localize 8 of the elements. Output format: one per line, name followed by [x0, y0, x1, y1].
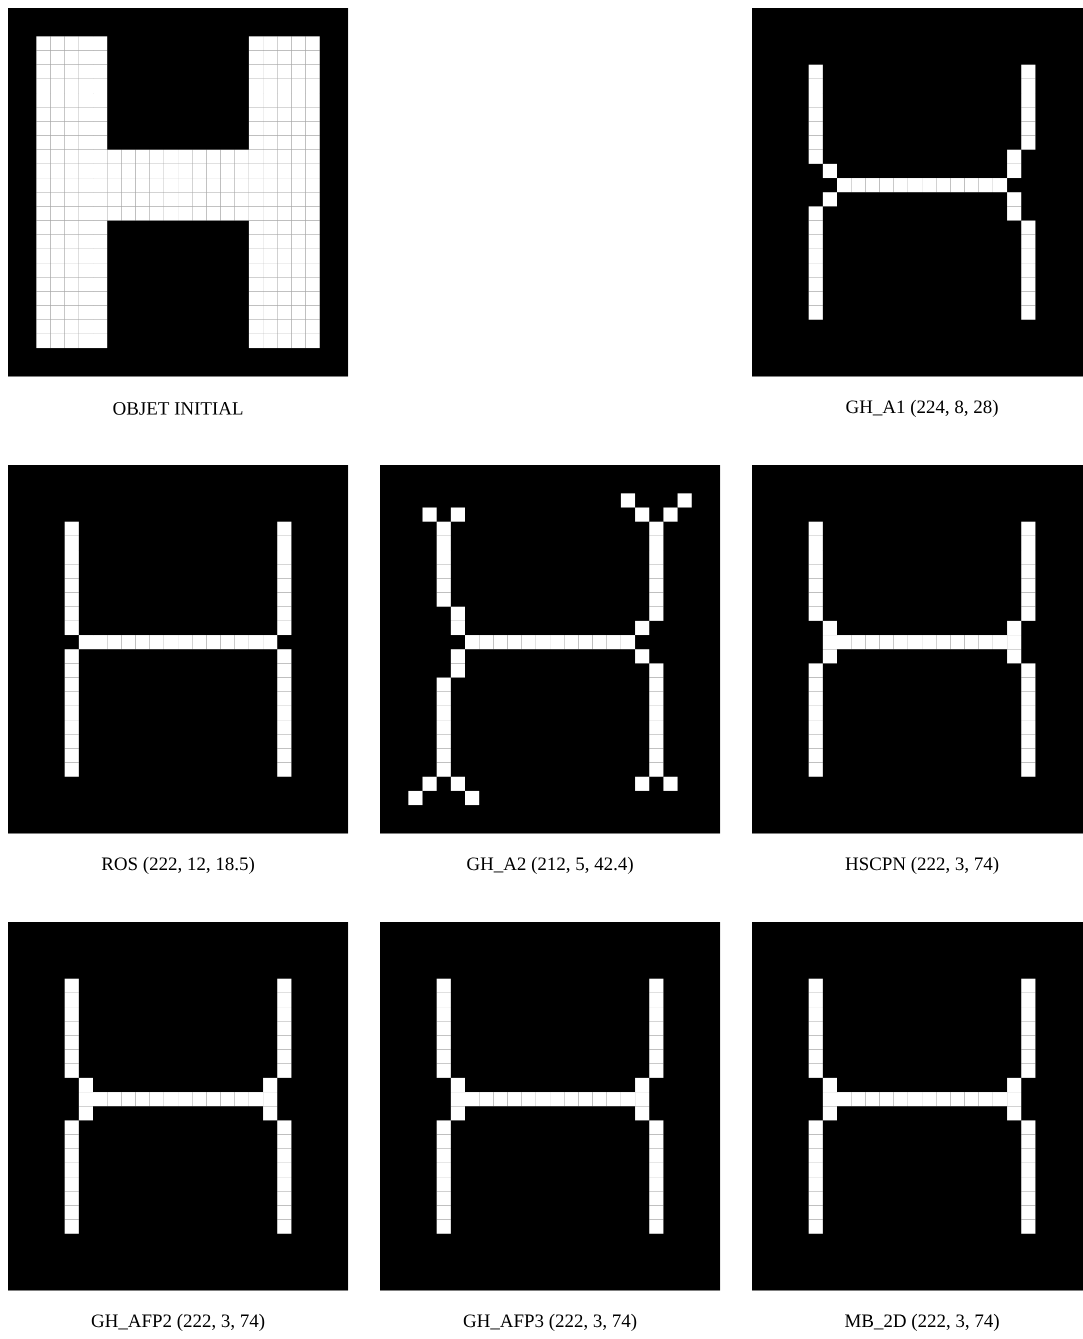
caption: GH_A1 (224, 8, 28)	[846, 399, 998, 417]
caption: HSCPN (222, 3, 74)	[845, 856, 999, 874]
caption: GH_AFP3 (222, 3, 74)	[463, 1313, 637, 1331]
caption: GH_A2 (212, 5, 42.4)	[467, 856, 633, 874]
caption: GH_AFP2 (222, 3, 74)	[91, 1313, 265, 1331]
caption: MB_2D (222, 3, 74)	[845, 1313, 999, 1331]
caption: OBJET INITIAL	[113, 402, 243, 415]
caption: ROS (222, 12, 18.5)	[101, 856, 254, 874]
